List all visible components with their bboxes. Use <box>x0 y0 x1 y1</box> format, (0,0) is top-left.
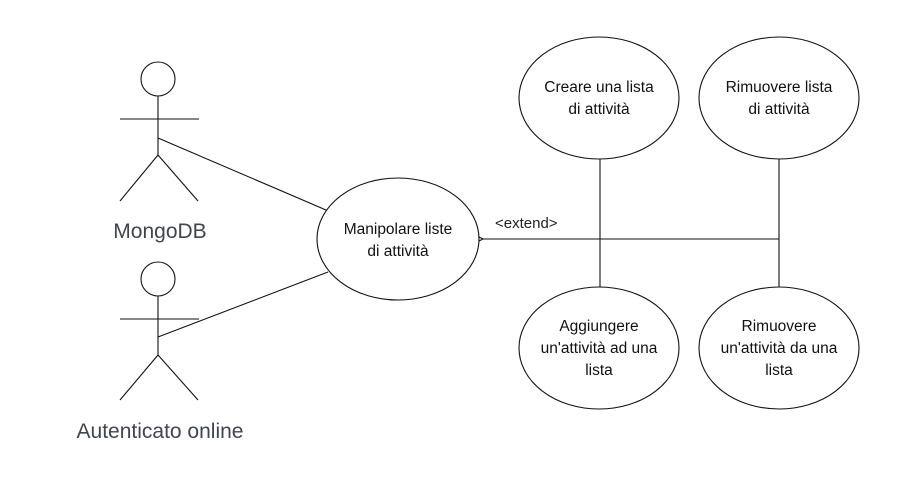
association-mongodb <box>157 137 334 214</box>
actor-left-leg <box>119 154 159 202</box>
use-case-creare: Creare una lista di attività <box>518 36 680 160</box>
use-case-line: Rimuovere lista <box>726 79 833 96</box>
actor-label-autenticato: Autenticato online <box>77 420 244 443</box>
use-case-line: di attività <box>748 101 810 118</box>
use-case-ellipse <box>518 286 680 410</box>
association-autenticato <box>157 271 329 338</box>
use-case-line: lista <box>585 362 613 379</box>
actor-left-leg <box>119 354 159 401</box>
actor-head <box>140 61 176 97</box>
actor-mongodb: MongoDB <box>113 61 207 243</box>
actor-head <box>140 261 176 297</box>
use-case-line: Aggiungere <box>559 318 638 335</box>
use-case-line: Rimuovere <box>742 318 817 335</box>
use-case-line: di attività <box>568 101 630 118</box>
use-case-ellipse <box>698 286 860 410</box>
use-case-ellipse <box>518 36 680 160</box>
use-case-line: di attività <box>367 243 429 260</box>
use-case-line: lista <box>765 362 793 379</box>
use-case-line: un'attività ad una <box>541 340 658 357</box>
use-case-manipolare: Manipolare liste di attività <box>316 177 480 301</box>
use-case-ellipse <box>698 36 860 160</box>
use-case-rimuovere-lista: Rimuovere lista di attività <box>698 36 860 160</box>
extend-label: <extend> <box>495 215 558 232</box>
use-case-line: Manipolare liste <box>344 221 453 238</box>
actor-right-leg <box>157 354 199 401</box>
use-case-ellipse <box>316 177 480 301</box>
actor-autenticato-online: Autenticato online <box>77 261 244 443</box>
use-case-line: un'attività da una <box>721 340 838 357</box>
use-case-rimuovere-attivita: Rimuovere un'attività da una lista <box>698 286 860 410</box>
actor-label-mongodb: MongoDB <box>113 220 206 243</box>
actor-right-leg <box>157 154 199 202</box>
use-case-line: Creare una lista <box>544 79 654 96</box>
use-case-aggiungere: Aggiungere un'attività ad una lista <box>518 286 680 410</box>
